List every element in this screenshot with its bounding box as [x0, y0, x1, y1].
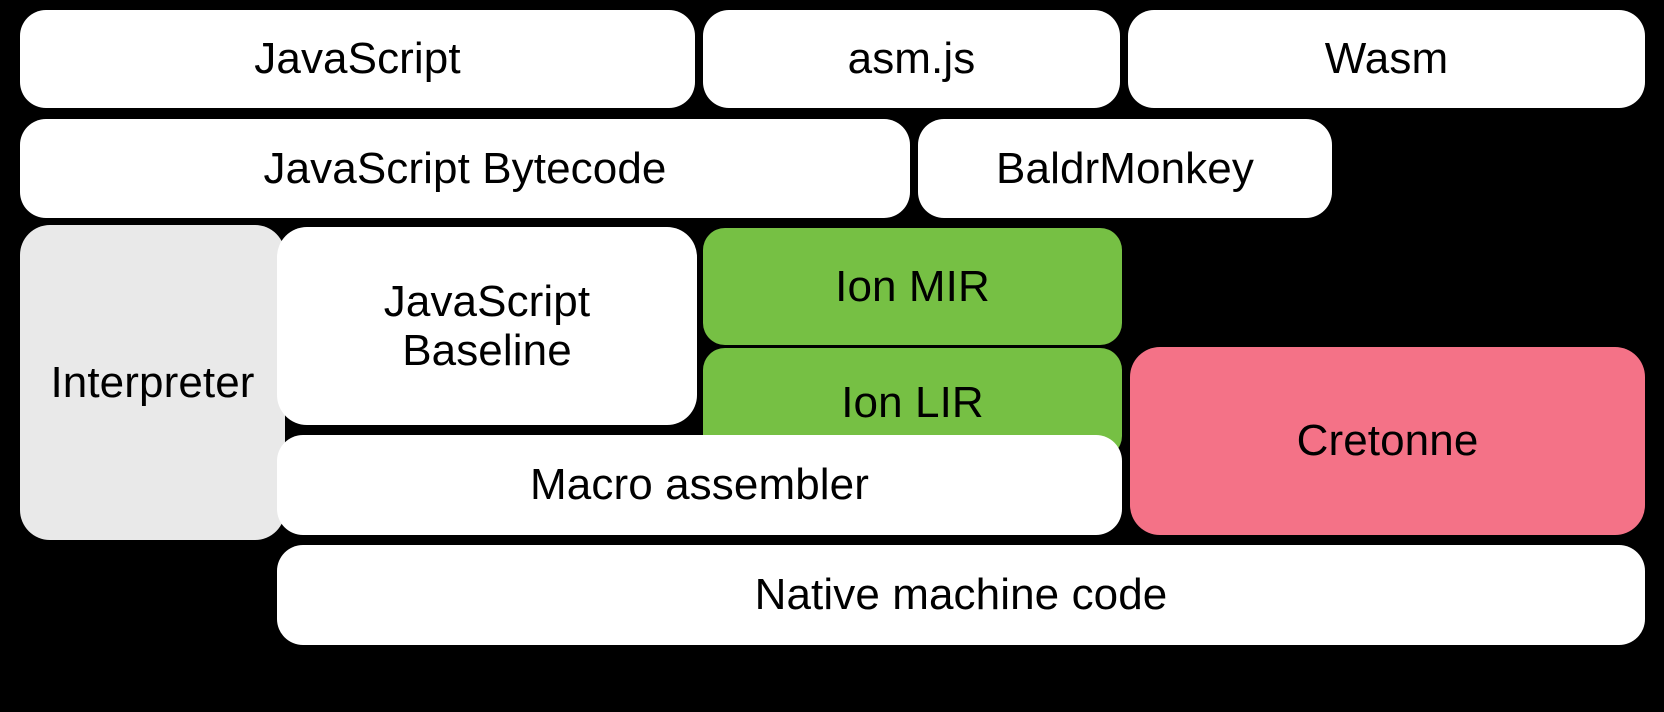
node-cretonne: Cretonne — [1130, 347, 1645, 535]
node-baldrmonkey: BaldrMonkey — [918, 119, 1332, 218]
node-ion-mir: Ion MIR — [703, 228, 1122, 345]
node-native-machine-code: Native machine code — [277, 545, 1645, 645]
node-macro-assembler: Macro assembler — [277, 435, 1122, 535]
node-javascript-bytecode: JavaScript Bytecode — [20, 119, 910, 218]
node-javascript-baseline: JavaScript Baseline — [277, 227, 697, 425]
node-javascript: JavaScript — [20, 10, 695, 108]
node-wasm: Wasm — [1128, 10, 1645, 108]
node-interpreter: Interpreter — [20, 225, 285, 540]
node-asmjs: asm.js — [703, 10, 1120, 108]
